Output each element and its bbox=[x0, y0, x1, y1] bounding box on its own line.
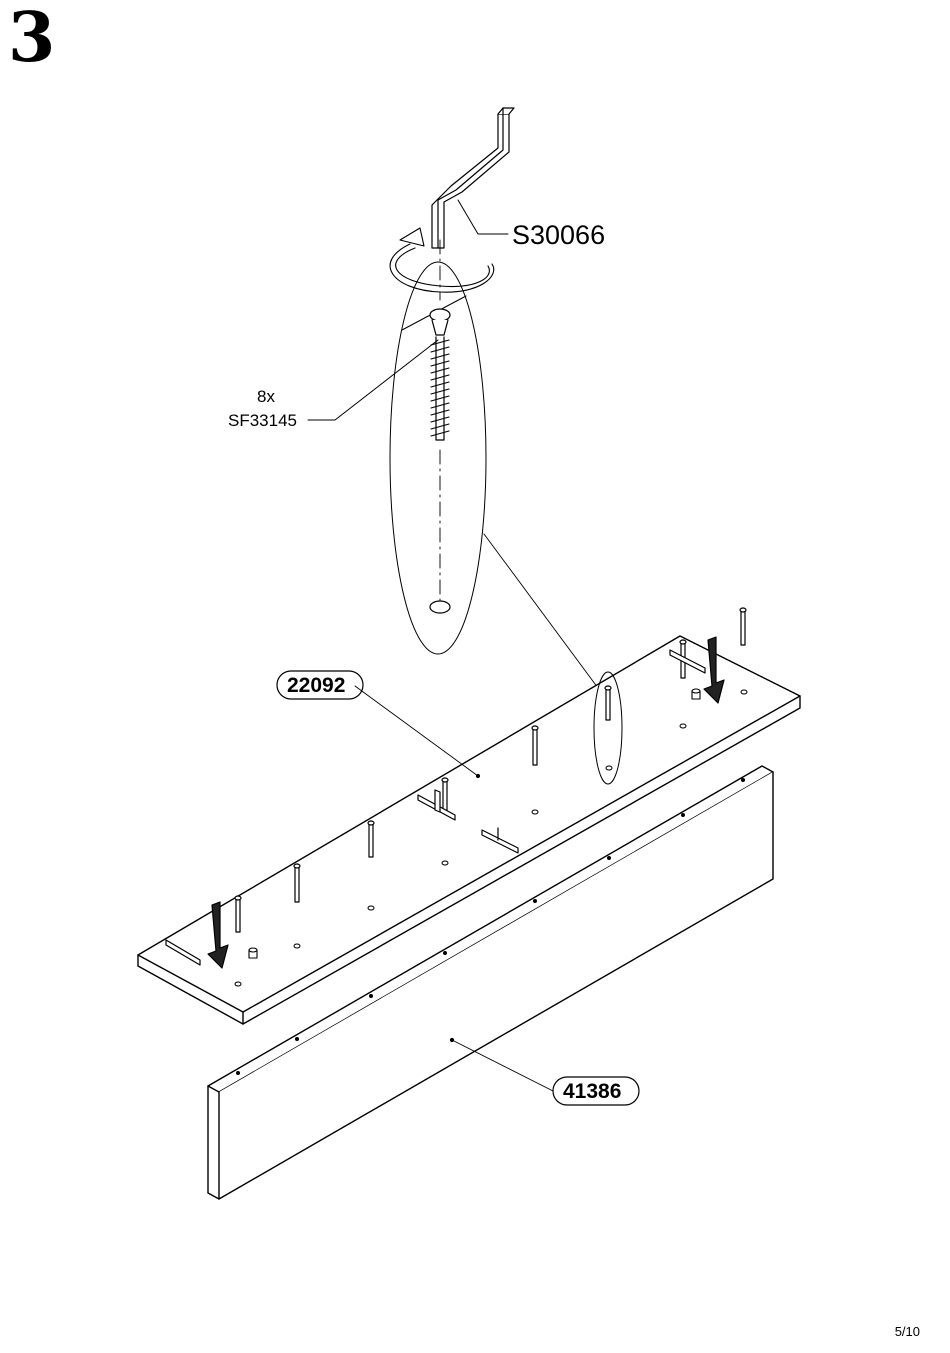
hex-key-icon bbox=[432, 108, 514, 248]
hole-icon bbox=[430, 601, 450, 613]
screw-code-label: SF33145 bbox=[228, 411, 297, 430]
top-panel-code-label: 22092 bbox=[287, 674, 345, 697]
screw-quantity-label: 8x bbox=[257, 387, 275, 406]
tool-code-label: S30066 bbox=[512, 220, 605, 250]
page-number: 5/10 bbox=[895, 1324, 920, 1339]
screw-leader-line bbox=[308, 340, 438, 420]
front-panel-code-label: 41386 bbox=[563, 1080, 621, 1103]
screw-icon bbox=[430, 309, 450, 440]
tool-leader-line bbox=[458, 200, 508, 234]
